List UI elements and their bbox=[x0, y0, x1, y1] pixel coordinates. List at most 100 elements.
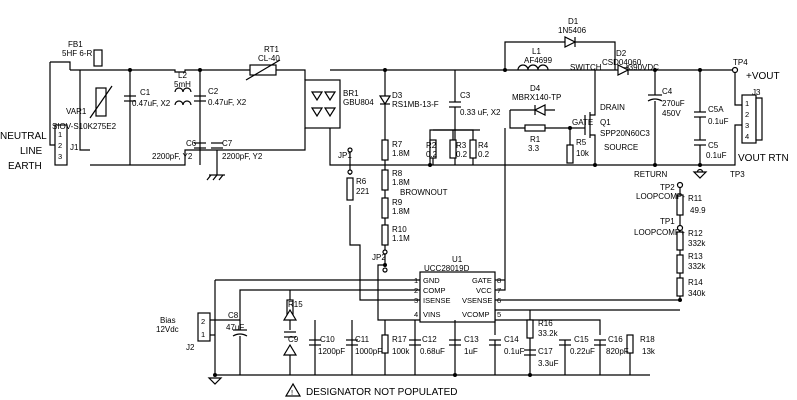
warning-icon bbox=[284, 382, 302, 397]
svg-text:GATE: GATE bbox=[572, 118, 593, 127]
svg-text:VCOMP: VCOMP bbox=[462, 310, 490, 319]
svg-text:+390VDC: +390VDC bbox=[624, 63, 659, 72]
svg-text:3.3uF: 3.3uF bbox=[538, 359, 559, 368]
svg-text:4: 4 bbox=[745, 132, 749, 141]
capacitor-c12 bbox=[409, 320, 421, 346]
svg-text:L2: L2 bbox=[178, 71, 187, 80]
svg-text:1.8M: 1.8M bbox=[392, 207, 410, 216]
svg-text:270uF: 270uF bbox=[662, 99, 685, 108]
svg-text:U1: U1 bbox=[452, 255, 463, 264]
svg-text:0.47uF, X2: 0.47uF, X2 bbox=[132, 99, 171, 108]
resistors-r11-r14 bbox=[676, 194, 684, 297]
capacitor-c6 bbox=[194, 142, 206, 149]
svg-text:R14: R14 bbox=[688, 278, 703, 287]
svg-text:GBU804: GBU804 bbox=[343, 98, 374, 107]
svg-text:LOOPCOMP-: LOOPCOMP- bbox=[636, 192, 685, 201]
svg-text:1: 1 bbox=[58, 130, 62, 139]
svg-text:VINS: VINS bbox=[423, 310, 441, 319]
svg-text:R11: R11 bbox=[688, 194, 703, 203]
svg-text:Bias: Bias bbox=[160, 316, 176, 325]
svg-text:C8: C8 bbox=[228, 311, 239, 320]
capacitor-c5 bbox=[694, 139, 706, 165]
svg-text:7: 7 bbox=[497, 286, 501, 295]
ground-symbols bbox=[207, 171, 708, 385]
svg-text:R12: R12 bbox=[688, 229, 703, 238]
svg-text:RETURN: RETURN bbox=[634, 170, 668, 179]
capacitor-c11 bbox=[346, 339, 358, 346]
svg-text:J3: J3 bbox=[752, 88, 761, 97]
svg-text:D1: D1 bbox=[568, 17, 579, 26]
svg-text:10k: 10k bbox=[576, 149, 590, 158]
svg-text:332k: 332k bbox=[688, 262, 706, 271]
resistor-r18 bbox=[626, 334, 634, 354]
svg-text:2: 2 bbox=[201, 317, 205, 326]
svg-text:GATE: GATE bbox=[472, 276, 492, 285]
capacitor-c10 bbox=[309, 339, 321, 346]
svg-text:R2: R2 bbox=[426, 141, 437, 150]
svg-text:VOUT RTN: VOUT RTN bbox=[738, 153, 789, 164]
svg-text:5HF 6-R: 5HF 6-R bbox=[62, 49, 92, 58]
svg-text:3: 3 bbox=[58, 152, 62, 161]
connector-j3: 1 2 3 4 bbox=[741, 94, 763, 144]
svg-text:47uF: 47uF bbox=[226, 323, 244, 332]
svg-text:RS1MB-13-F: RS1MB-13-F bbox=[392, 100, 439, 109]
ic-u1 bbox=[419, 271, 496, 323]
svg-text:C15: C15 bbox=[574, 335, 589, 344]
svg-text:450V: 450V bbox=[662, 109, 681, 118]
svg-text:FB1: FB1 bbox=[68, 40, 83, 49]
svg-text:33.2k: 33.2k bbox=[538, 329, 559, 338]
svg-text:2: 2 bbox=[745, 110, 749, 119]
svg-text:1uF: 1uF bbox=[464, 347, 478, 356]
svg-text:C16: C16 bbox=[608, 335, 623, 344]
inductor-l2 bbox=[174, 87, 192, 106]
svg-text:0.68uF: 0.68uF bbox=[420, 347, 445, 356]
svg-text:R10: R10 bbox=[392, 225, 407, 234]
svg-text:D2: D2 bbox=[616, 49, 627, 58]
svg-text:3.3: 3.3 bbox=[528, 144, 540, 153]
capacitor-c9 bbox=[284, 331, 296, 338]
svg-text:L1: L1 bbox=[532, 47, 541, 56]
svg-text:R8: R8 bbox=[392, 169, 403, 178]
svg-text:R18: R18 bbox=[640, 335, 655, 344]
capacitor-c1 bbox=[124, 95, 136, 102]
svg-text:R1: R1 bbox=[530, 135, 541, 144]
svg-text:2200pF, Y2: 2200pF, Y2 bbox=[152, 152, 193, 161]
capacitor-c8 bbox=[232, 320, 248, 345]
svg-text:C13: C13 bbox=[464, 335, 479, 344]
earth-ground-symbol bbox=[206, 174, 225, 181]
svg-text:R15: R15 bbox=[288, 300, 303, 309]
svg-text:0.33 uF, X2: 0.33 uF, X2 bbox=[460, 108, 501, 117]
svg-text:0.1uF: 0.1uF bbox=[706, 151, 727, 160]
svg-text:8: 8 bbox=[497, 276, 501, 285]
resistor-r1 bbox=[524, 124, 546, 132]
svg-text:3: 3 bbox=[745, 121, 749, 130]
svg-text:GND: GND bbox=[423, 276, 440, 285]
svg-text:C1: C1 bbox=[140, 88, 151, 97]
svg-text:VCC: VCC bbox=[476, 286, 492, 295]
svg-text:0.2: 0.2 bbox=[426, 150, 438, 159]
svg-text:0.1uF: 0.1uF bbox=[708, 117, 729, 126]
diode-d1 bbox=[564, 36, 577, 48]
resistors-r7-r10 bbox=[381, 139, 389, 246]
svg-text:0.2: 0.2 bbox=[456, 150, 468, 159]
capacitor-c4 bbox=[647, 85, 663, 165]
resistors-r2-r4 bbox=[429, 129, 477, 165]
svg-text:BROWNOUT: BROWNOUT bbox=[400, 188, 448, 197]
svg-text:RT1: RT1 bbox=[264, 45, 280, 54]
svg-text:5: 5 bbox=[497, 310, 501, 319]
svg-text:100k: 100k bbox=[392, 347, 410, 356]
svg-text:C17: C17 bbox=[538, 347, 553, 356]
svg-text:1N5406: 1N5406 bbox=[558, 26, 587, 35]
svg-text:EARTH: EARTH bbox=[8, 161, 42, 172]
svg-text:C11: C11 bbox=[355, 335, 370, 344]
svg-text:SWITCH: SWITCH bbox=[570, 63, 602, 72]
inductor-l1 bbox=[517, 64, 549, 71]
svg-text:BR1: BR1 bbox=[343, 89, 359, 98]
svg-text:1: 1 bbox=[201, 330, 205, 339]
svg-text:C4: C4 bbox=[662, 87, 673, 96]
svg-text:2200pF, Y2: 2200pF, Y2 bbox=[222, 152, 263, 161]
svg-text:CL-40: CL-40 bbox=[258, 54, 280, 63]
wires bbox=[49, 41, 742, 376]
legend-note: ! DESIGNATOR NOT POPULATED bbox=[284, 382, 458, 398]
